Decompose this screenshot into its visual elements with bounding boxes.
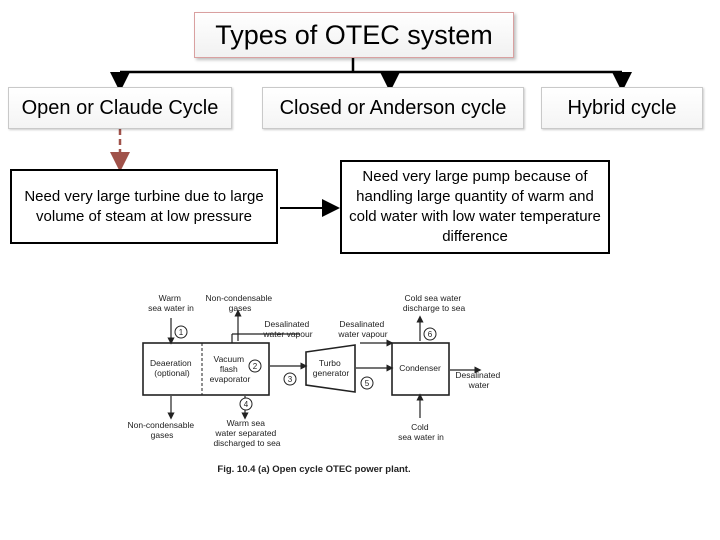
note-open-cycle: Need very large turbine due to large vol…: [10, 169, 278, 244]
desal-water-label: Desalinated water: [455, 370, 502, 390]
deaeration-label: Deaeration (optional): [150, 358, 194, 378]
marker-5: [360, 376, 374, 390]
marker-6: [423, 327, 437, 341]
condenser-label: Condenser: [399, 363, 441, 373]
warm-in-label: Warm sea water in: [148, 293, 194, 313]
cold-in-label: Cold sea water in: [398, 422, 444, 442]
evaporator-label: Vacuum flash evaporator: [210, 354, 251, 384]
desal-vapour-label-2: Desalinated water vapour: [337, 319, 387, 339]
noncond-bottom-label: Non-condensable gases: [127, 420, 196, 440]
marker-label-5: 5: [365, 379, 370, 388]
category-open-cycle: Open or Claude Cycle: [8, 87, 232, 129]
desal-vapour-label-1: Desalinated water vapour: [262, 319, 312, 339]
turbo-label: Turbo generator: [313, 358, 350, 378]
deaeration-evaporator-box: [142, 342, 270, 396]
marker-label-6: 6: [428, 330, 433, 339]
marker-label-1: 1: [179, 328, 184, 337]
category-hybrid-cycle: Hybrid cycle: [541, 87, 703, 129]
marker-label-4: 4: [244, 400, 249, 409]
marker-4: [239, 397, 253, 411]
category-closed-cycle: Closed or Anderson cycle: [262, 87, 524, 129]
marker-label-3: 3: [288, 375, 293, 384]
marker-3: [283, 372, 297, 386]
turbine-shape: [305, 344, 356, 393]
marker-label-2: 2: [253, 362, 258, 371]
warm-out-label: Warm sea water separated discharged to s…: [213, 418, 280, 448]
noncond-top-label: Non-condensable gases: [205, 293, 274, 313]
figure-caption: Fig. 10.4 (a) Open cycle OTEC power plan…: [217, 464, 410, 475]
marker-2: [248, 359, 262, 373]
tree-connector: [110, 58, 632, 92]
page-title: Types of OTEC system: [194, 12, 514, 58]
marker-1: [174, 325, 188, 339]
cold-out-label: Cold sea water discharge to sea: [403, 293, 466, 313]
note-closed-cycle: Need very large pump because of handling…: [340, 160, 610, 254]
